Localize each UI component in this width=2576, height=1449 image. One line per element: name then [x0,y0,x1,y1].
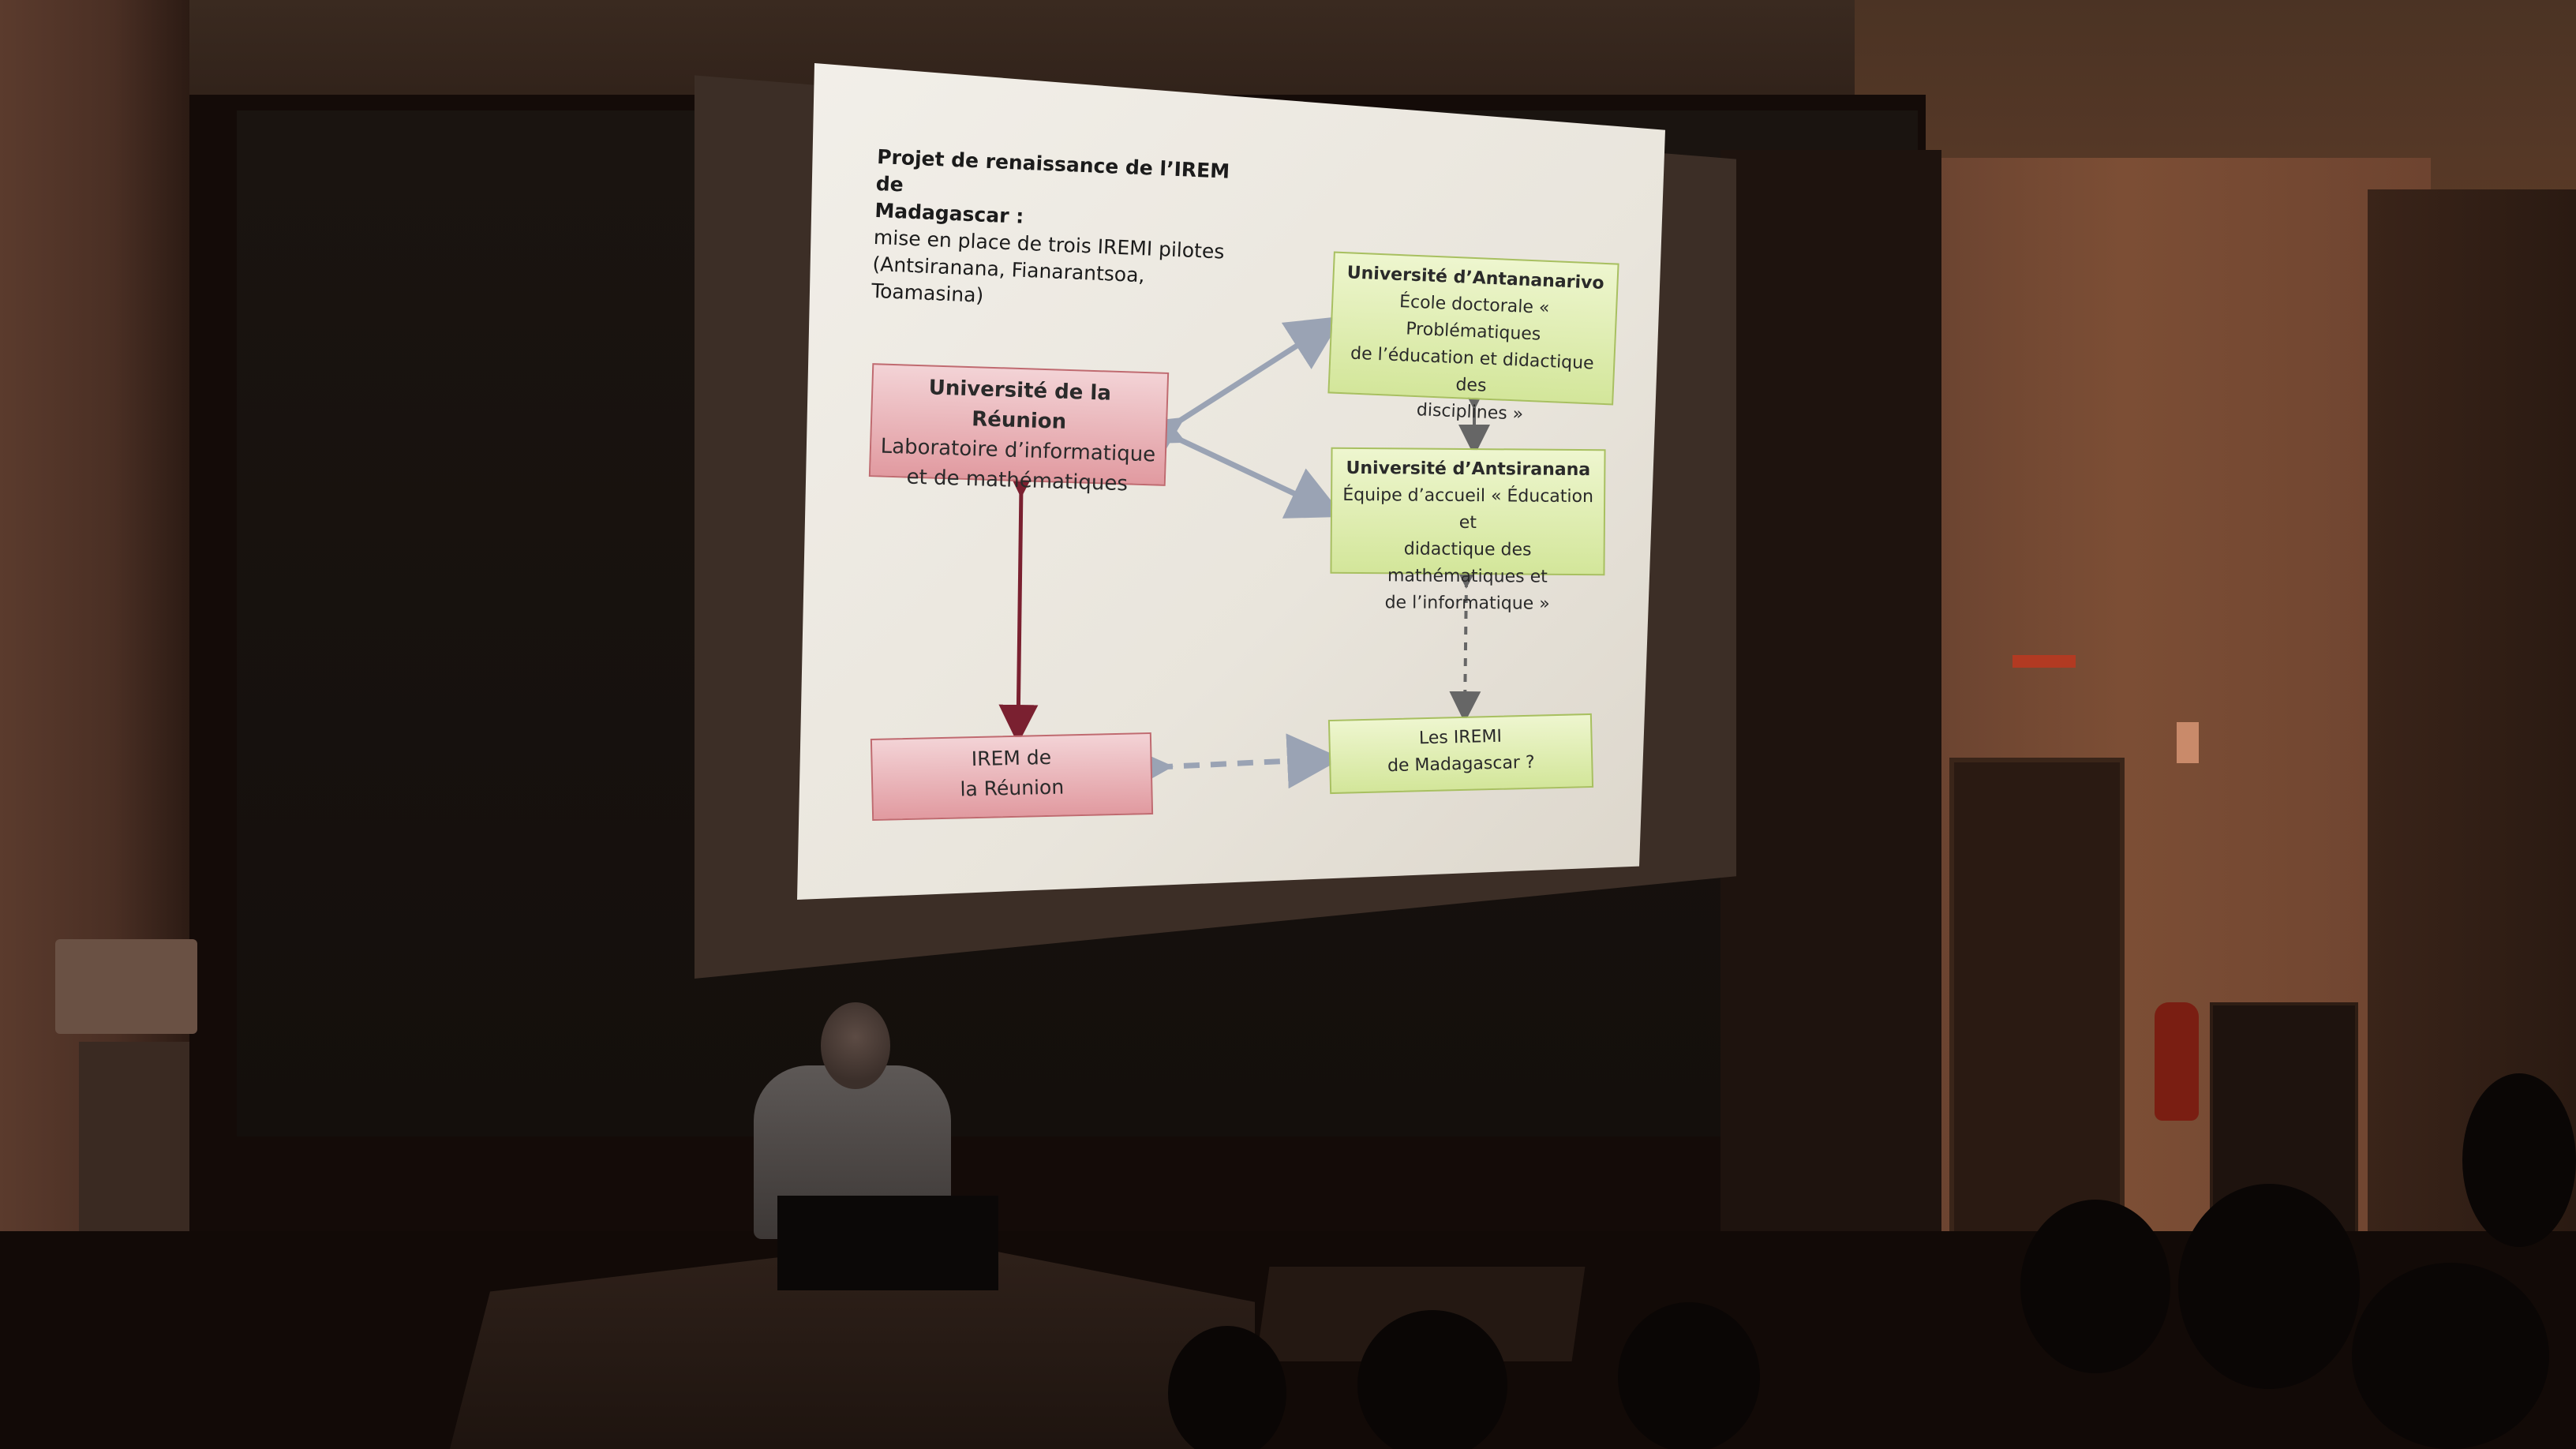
box-antsiranana-line-1: Équipe d’accueil « Éducation et [1342,485,1594,534]
wall-panel [79,1042,189,1247]
box-irem-reunion: IREM de la Réunion [870,732,1154,822]
fire-sign [2177,722,2199,763]
box-universite-reunion: Université de la Réunion Laboratoire d’i… [868,363,1170,496]
box-reunion-head: Université de la Réunion [928,376,1112,434]
laptop [777,1196,998,1290]
arrow-reunion-antsiranana [1124,394,1345,519]
box-antsiranana-line-3: de l’informatique » [1384,593,1550,614]
box-antsiranana-head: Université d’Antsiranana [1346,458,1591,481]
audience-head [2352,1263,2549,1449]
box-universite-antananarivo: Université d’Antananarivo École doctoral… [1327,251,1619,425]
wall-pillar [1720,150,1941,1294]
box-iremi-madagascar: Les IREMI de Madagascar ? [1327,713,1594,795]
box-irem-reunion-line-2: la Réunion [960,775,1065,801]
box-universite-antsiranana: Université d’Antsiranana Équipe d’accuei… [1330,447,1606,614]
audience-head [2020,1200,2170,1373]
fire-extinguisher [2155,1002,2199,1121]
audience-head [1168,1326,1286,1449]
audience-head [1357,1310,1507,1449]
arrow-reunion-irem [998,458,1042,744]
exit-sign [2012,655,2076,668]
arrow-antsiranana-iremi [1449,556,1483,723]
box-iremi-line-2: de Madagascar ? [1387,752,1535,777]
presenter-head [821,1002,890,1089]
arrow-reunion-antananarivo [1123,316,1343,470]
audience-head [2178,1184,2360,1389]
door [1949,758,2125,1241]
arrow-irem-iremi [1117,733,1342,797]
wall-speaker [55,939,197,1034]
audience-head [1618,1302,1760,1449]
box-antsiranana-line-2: didactique des mathématiques et [1387,539,1548,587]
audience-head [2462,1073,2576,1247]
